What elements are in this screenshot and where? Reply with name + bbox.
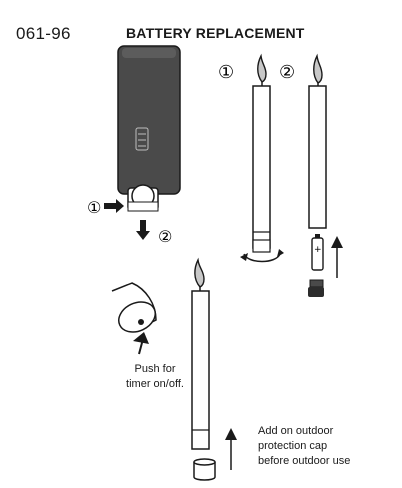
timer-caption-line-2: timer on/off. — [126, 378, 184, 390]
battery-plus-label: + — [314, 245, 322, 255]
candle-step-1-label: ① — [218, 62, 234, 83]
cap-caption-line-3: before outdoor use — [258, 455, 351, 467]
outdoor-protection-cap — [193, 458, 216, 481]
right-arrow-icon — [104, 199, 124, 213]
timer-caption-line-1: Push for — [134, 363, 176, 375]
aa-battery: + — [311, 234, 324, 271]
up-arrow-icon — [331, 236, 343, 278]
timer-button-up-arrow-icon — [133, 332, 149, 355]
cap-up-arrow-icon — [225, 428, 237, 470]
candle-base-closeup — [111, 282, 157, 333]
candle-3 — [191, 257, 210, 450]
remote-step-1-label: ① — [87, 198, 101, 217]
coin-battery-tray — [127, 184, 159, 212]
twist-arrow-icon — [240, 249, 284, 263]
candle-step-2-label: ② — [279, 62, 295, 83]
remote-step-2-label: ② — [158, 227, 172, 246]
page-title: BATTERY REPLACEMENT — [126, 25, 305, 41]
candle-1 — [252, 53, 271, 253]
cap-caption: Add on outdoor protection cap before out… — [258, 424, 350, 469]
cap-caption-line-2: protection cap — [258, 440, 328, 452]
battery-cap — [308, 279, 324, 297]
model-number: 061-96 — [16, 24, 71, 43]
cap-caption-line-1: Add on outdoor — [258, 425, 334, 437]
candle-2 — [308, 53, 327, 229]
down-arrow-icon — [136, 220, 150, 240]
remote-control — [117, 45, 181, 195]
timer-caption: Push for timer on/off. — [100, 362, 210, 392]
